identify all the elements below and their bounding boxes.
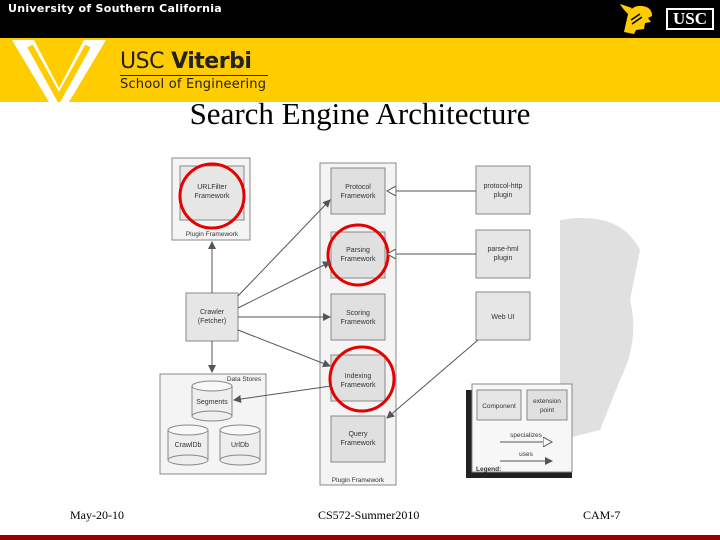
crawldb-text: CrawlDb: [175, 442, 202, 449]
legend-specializes-text: specializes: [510, 432, 543, 439]
crawler-to-indexing-arrow: [237, 329, 331, 368]
trojan-head-icon: [620, 4, 652, 34]
top-banner: University of Southern California USC: [0, 0, 720, 38]
viterbi-v-logo: [12, 40, 106, 102]
legend-extension-box: [526, 389, 568, 421]
protocol-http-text-1: protocol-http: [484, 183, 523, 190]
urlfilter-text-1: URLFilter: [197, 184, 227, 191]
crawler-to-protocol-arrow: [237, 199, 331, 297]
urldb-text: UrlDb: [231, 442, 249, 449]
indexing-text-2: Framework: [340, 382, 376, 389]
parse-html-text-1: parse-hml: [487, 246, 519, 253]
query-text-1: Query: [348, 431, 368, 438]
scoring-text-1: Scoring: [346, 310, 370, 317]
indexing-to-segments-arrow: [233, 385, 332, 403]
legend-uses-text: uses: [519, 451, 533, 458]
data-stores-text: Data Stores: [227, 376, 262, 383]
university-name: University of Southern California: [8, 2, 223, 15]
indexing-highlight-circle: [328, 345, 396, 413]
parsing-box: [330, 231, 386, 279]
footer-date: May-20-10: [70, 508, 124, 522]
protocol-text-1: Protocol: [345, 184, 371, 191]
slide-title: Search Engine Architecture: [189, 96, 531, 131]
parsing-text-1: Parsing: [346, 247, 370, 254]
usc-logo: USC: [666, 8, 714, 30]
crawler-box: [185, 292, 239, 342]
footer-course: CS572-Summer2010: [318, 508, 420, 522]
legend-extension-text-1: extension: [533, 398, 561, 405]
urldb-cylinder: [219, 424, 261, 466]
school-banner: [0, 38, 720, 102]
protocol-http-box: [475, 165, 531, 215]
crawldb-cylinder: [167, 424, 209, 466]
indexing-box: [330, 354, 386, 402]
protocol-text-2: Framework: [340, 193, 376, 200]
protocol-http-text-2: plugin: [494, 192, 513, 199]
query-box: [330, 415, 386, 463]
footer-slide-id: CAM-7: [583, 508, 621, 522]
webui-to-query-arrow: [386, 339, 479, 419]
segments-cylinder: [191, 380, 233, 422]
segments-text: Segments: [196, 399, 228, 406]
scoring-box: [330, 293, 386, 341]
parse-html-text-2: plugin: [494, 255, 513, 262]
crawler-to-parsing-arrow: [237, 261, 331, 309]
framework-column-text: Plugin Framework: [332, 477, 385, 484]
crawler-text-1: Crawler: [200, 309, 225, 316]
webui-box: [475, 291, 531, 341]
school-name: School of Engineering: [120, 77, 267, 92]
query-text-2: Framework: [340, 440, 376, 447]
urlfilter-highlight-circle: [178, 162, 246, 230]
legend-title-text: Legend:: [476, 466, 501, 473]
viterbi-name: Viterbi: [171, 49, 252, 74]
legend-component-box: [476, 389, 522, 421]
viterbi-usc: USC: [120, 49, 164, 74]
bottom-bar: [0, 535, 720, 540]
parse-html-box: [475, 229, 531, 279]
legend-component-text: Component: [482, 403, 516, 410]
legend-extension-text-2: point: [540, 407, 554, 414]
protocol-box: [330, 167, 386, 215]
crawler-text-2: (Fetcher): [198, 318, 226, 325]
viterbi-wordmark: USC Viterbi School of Engineering: [120, 49, 268, 92]
urlfilter-text-2: Framework: [194, 193, 230, 200]
scoring-text-2: Framework: [340, 319, 376, 326]
webui-text: Web UI: [491, 314, 514, 321]
parsing-text-2: Framework: [340, 256, 376, 263]
watermark-icon: [560, 218, 640, 440]
indexing-text-1: Indexing: [345, 373, 372, 380]
wordmark-rule: [120, 75, 268, 76]
plugin-framework-text: Plugin Framework: [186, 231, 239, 238]
